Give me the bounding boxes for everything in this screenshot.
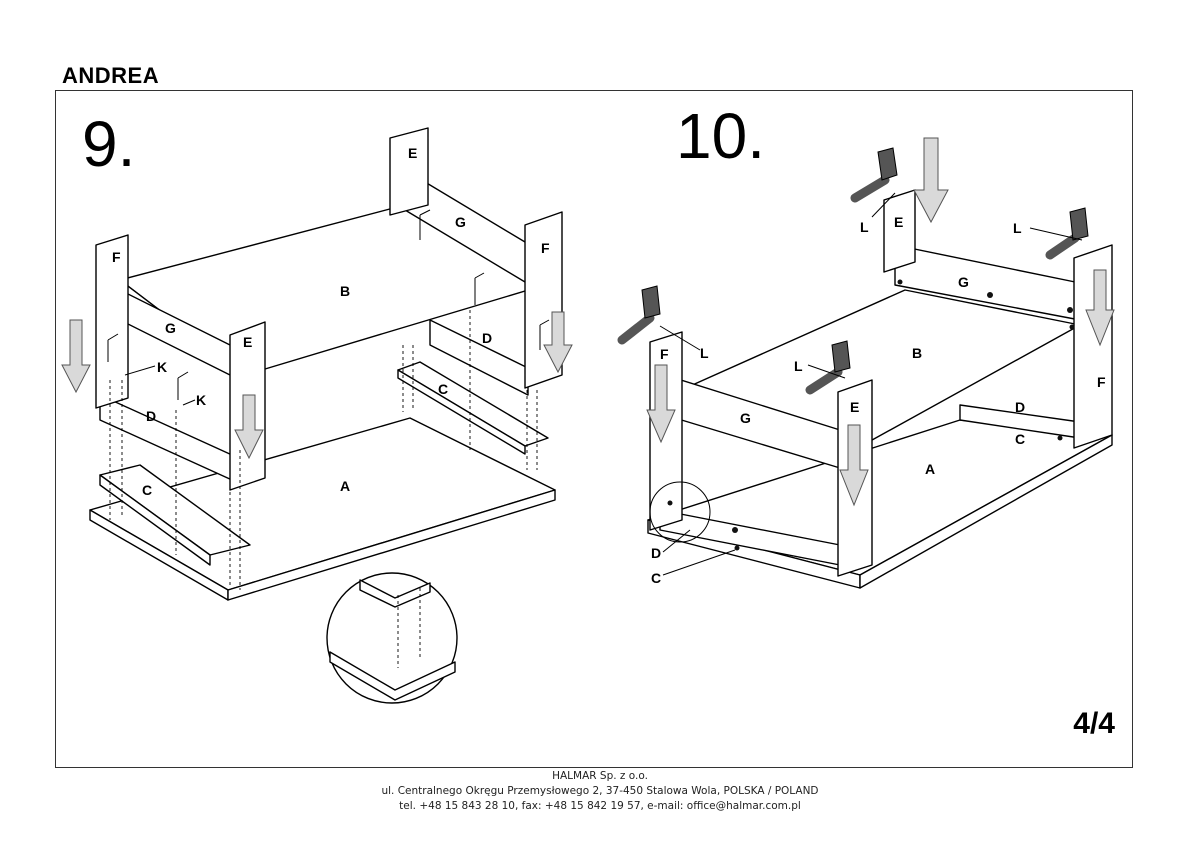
arrow-down-icon bbox=[61, 319, 91, 394]
bolt-icon bbox=[850, 147, 898, 203]
label-e: E bbox=[243, 334, 252, 350]
step-9-number: 9. bbox=[82, 108, 136, 180]
arrow-down-icon bbox=[913, 137, 949, 224]
instruction-frame bbox=[55, 90, 1133, 768]
label-b: B bbox=[912, 345, 922, 361]
document-title: ANDREA bbox=[62, 63, 160, 88]
label-l: L bbox=[700, 345, 709, 361]
leg-e-back bbox=[389, 127, 429, 216]
label-g: G bbox=[455, 214, 466, 230]
bolt-icon bbox=[617, 285, 661, 345]
footer-contact: tel. +48 15 843 28 10, fax: +48 15 842 1… bbox=[399, 800, 801, 812]
label-f: F bbox=[112, 249, 121, 265]
rail-d-front bbox=[99, 394, 233, 481]
allen-key-icon bbox=[419, 209, 431, 240]
leader-line bbox=[662, 549, 736, 576]
footer-address: ul. Centralnego Okręgu Przemysłowego 2, … bbox=[381, 785, 819, 797]
label-d: D bbox=[1015, 399, 1025, 415]
arrow-down-icon bbox=[839, 424, 869, 507]
leader-line bbox=[124, 365, 156, 376]
label-a: A bbox=[925, 461, 935, 477]
label-d: D bbox=[482, 330, 492, 346]
label-a: A bbox=[340, 478, 350, 494]
label-e: E bbox=[894, 214, 903, 230]
rail-d-back bbox=[429, 319, 529, 396]
arrow-down-icon bbox=[234, 394, 264, 460]
label-g: G bbox=[740, 410, 751, 426]
label-l: L bbox=[1013, 220, 1022, 236]
panel-a-edge-right bbox=[859, 434, 1113, 589]
allen-key-icon bbox=[539, 319, 550, 350]
bolt-icon bbox=[805, 340, 851, 395]
panel-a-edge-right bbox=[227, 489, 556, 601]
label-e: E bbox=[850, 399, 859, 415]
label-l: L bbox=[860, 219, 869, 235]
detail-magnifier bbox=[326, 572, 458, 704]
leader-line bbox=[1029, 227, 1083, 241]
label-f: F bbox=[1097, 374, 1106, 390]
label-l: L bbox=[794, 358, 803, 374]
panel-c-right-edge bbox=[397, 369, 526, 455]
step-10-number: 10. bbox=[676, 100, 765, 172]
panel-c-left-edge bbox=[99, 474, 211, 566]
leg-f-left bbox=[95, 234, 129, 409]
label-g: G bbox=[958, 274, 969, 290]
label-k: K bbox=[196, 392, 206, 408]
label-b: B bbox=[340, 283, 350, 299]
leader-line bbox=[807, 364, 846, 379]
detail-panel bbox=[329, 651, 456, 701]
bolt-icon bbox=[1045, 207, 1089, 260]
label-c: C bbox=[142, 482, 152, 498]
arrow-down-icon bbox=[543, 311, 573, 374]
label-g: G bbox=[165, 320, 176, 336]
detail-block bbox=[359, 579, 431, 608]
allen-key-icon bbox=[177, 371, 189, 400]
detail-magnifier bbox=[649, 481, 711, 543]
label-d: D bbox=[651, 545, 661, 561]
leader-line bbox=[659, 325, 701, 351]
label-d: D bbox=[146, 408, 156, 424]
leader-line bbox=[662, 529, 691, 553]
label-e: E bbox=[408, 145, 417, 161]
page-number: 4/4 bbox=[1073, 707, 1115, 740]
label-f: F bbox=[541, 240, 550, 256]
allen-key-icon bbox=[107, 333, 119, 362]
footer-company: HALMAR Sp. z o.o. bbox=[552, 770, 648, 782]
leader-line bbox=[182, 399, 196, 406]
footer: HALMAR Sp. z o.o. ul. Centralnego Okręgu… bbox=[0, 769, 1200, 814]
label-c: C bbox=[438, 381, 448, 397]
leader-line bbox=[871, 192, 896, 218]
label-c: C bbox=[1015, 431, 1025, 447]
label-k: K bbox=[157, 359, 167, 375]
step-9-drawing: E G F F B G E D K C K D A C bbox=[61, 127, 573, 704]
arrow-down-icon bbox=[646, 364, 676, 444]
arrow-down-icon bbox=[1085, 269, 1115, 347]
leg-e-back bbox=[883, 189, 916, 273]
step-10-drawing: E L L G F L B L F E D G C A D C bbox=[617, 137, 1115, 589]
label-f: F bbox=[660, 346, 669, 362]
allen-key-icon bbox=[474, 272, 485, 305]
label-c: C bbox=[651, 570, 661, 586]
